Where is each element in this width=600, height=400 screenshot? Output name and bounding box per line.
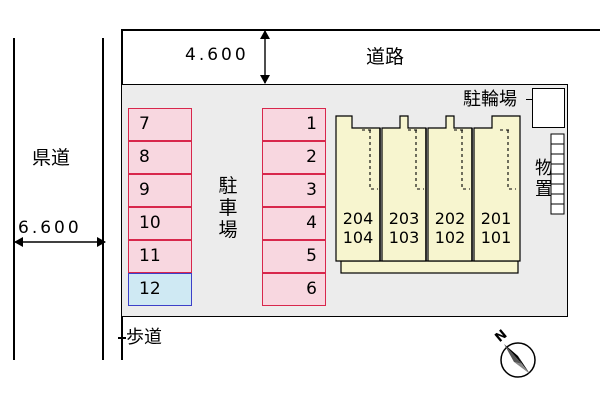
- left-road-dimension-arrow: [14, 237, 106, 247]
- bicycle-parking-shed: [532, 88, 565, 128]
- left-road-edge-outer: [13, 38, 15, 360]
- left-road-edge-inner: [102, 38, 104, 360]
- storage-units: [550, 133, 565, 215]
- parking-space: 8: [128, 141, 192, 174]
- top-road-width: 4.600: [185, 45, 249, 65]
- sidewalk-label: 歩道: [126, 327, 162, 348]
- parking-space: 11: [128, 240, 192, 273]
- parking-space-number: 11: [139, 246, 161, 266]
- unit-lower-label: 101: [480, 228, 512, 247]
- parking-space: 4: [262, 207, 326, 240]
- parking-space-number: 6: [306, 279, 317, 299]
- bicycle-parking-label: 駐輪場: [463, 89, 517, 110]
- unit-lower-label: 104: [342, 228, 374, 247]
- apartment-building: [335, 115, 521, 274]
- parking-space-highlighted: 12: [128, 273, 192, 306]
- parking-space-number: 8: [139, 147, 150, 167]
- sidewalk-tick: [118, 337, 126, 339]
- bicycle-parking-leader: [526, 99, 532, 101]
- left-road-label: 県道: [31, 147, 70, 169]
- unit-lower-label: 102: [434, 228, 466, 247]
- parking-space-number: 5: [306, 246, 317, 266]
- parking-space: 2: [262, 141, 326, 174]
- parking-space: 1: [262, 108, 326, 141]
- north-arrow-icon: [500, 342, 536, 378]
- parking-space: 6: [262, 273, 326, 306]
- unit-upper-label: 202: [434, 209, 466, 228]
- top-road-label: 道路: [366, 46, 405, 68]
- parking-space: 7: [128, 108, 192, 141]
- unit-upper-label: 201: [480, 209, 512, 228]
- parking-space-number: 4: [306, 213, 317, 233]
- storage-label: 物置: [535, 158, 553, 200]
- parking-space-number: 7: [139, 114, 150, 134]
- unit-upper-label: 204: [342, 209, 374, 228]
- parking-space-number: 1: [306, 114, 317, 134]
- parking-space: 10: [128, 207, 192, 240]
- top-road-edge-upper: [121, 29, 600, 31]
- parking-space-number: 9: [139, 180, 150, 200]
- top-road-dimension-arrow: [260, 30, 270, 84]
- unit-lower-label: 103: [388, 228, 420, 247]
- parking-space: 3: [262, 174, 326, 207]
- parking-label: 駐車場: [218, 175, 238, 241]
- parking-space-number: 12: [139, 279, 161, 299]
- parking-space: 9: [128, 174, 192, 207]
- parking-space-number: 3: [306, 180, 317, 200]
- left-road-width: 6.600: [18, 218, 82, 238]
- sidewalk-edge: [121, 317, 123, 360]
- top-road-edge-left: [121, 29, 123, 85]
- parking-space: 5: [262, 240, 326, 273]
- parking-space-number: 2: [306, 147, 317, 167]
- unit-upper-label: 203: [388, 209, 420, 228]
- parking-space-number: 10: [139, 213, 161, 233]
